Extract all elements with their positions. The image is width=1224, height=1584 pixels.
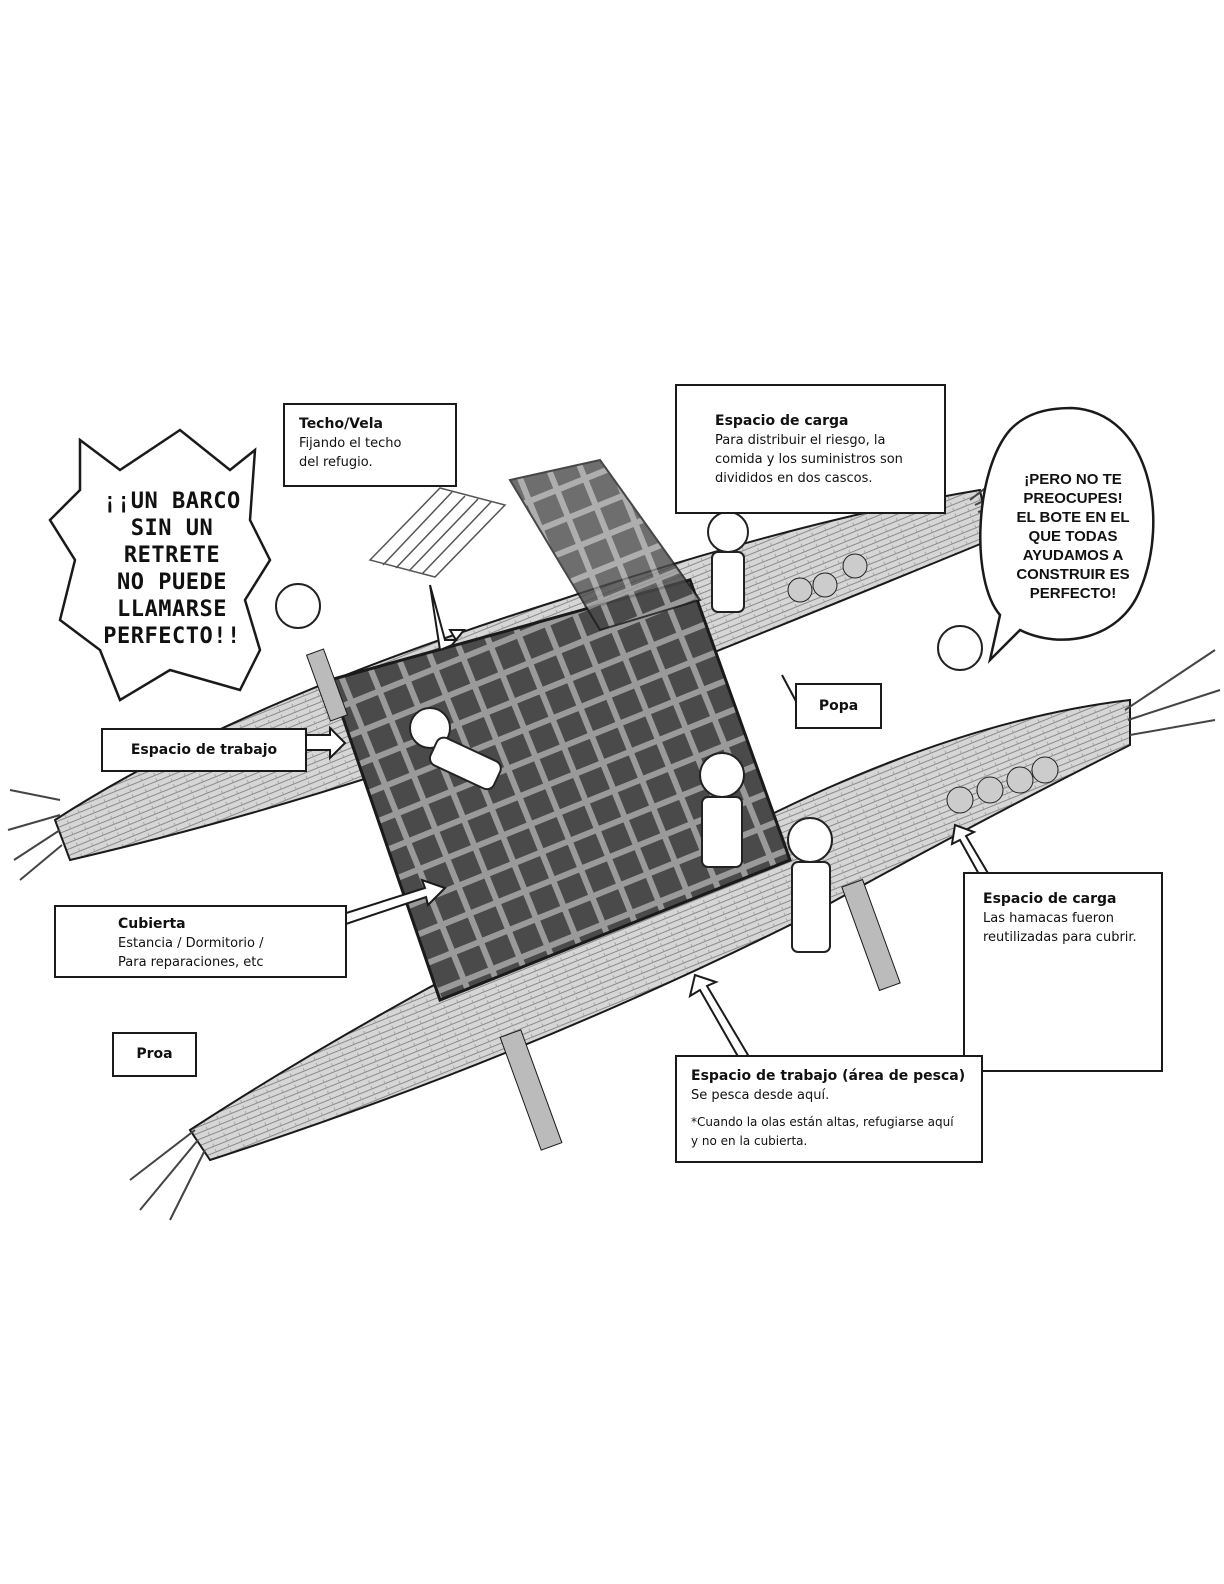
callout-carga-top-body: Para distribuir el riesgo, la comida y l… <box>715 433 903 486</box>
right-bubble-text: ¡PERO NO TE PREOCUPES! EL BOTE EN EL QUE… <box>1016 471 1130 602</box>
pointer-arrows <box>302 584 994 1062</box>
label-espacio-trabajo-text: Espacio de trabajo <box>130 741 278 758</box>
callout-techo: Techo/Vela Fijando el techo del refugio. <box>283 403 457 487</box>
deck-platform <box>305 458 901 1151</box>
right-speech-bubble <box>979 406 1155 664</box>
callout-pesca-body: Se pesca desde aquí. <box>691 1088 830 1103</box>
label-proa-text: Proa <box>136 1046 173 1062</box>
callout-cubierta: Cubierta Estancia / Dormitorio / Para re… <box>54 905 347 978</box>
label-proa: Proa <box>112 1032 197 1077</box>
callout-pesca: Espacio de trabajo (área de pesca) Se pe… <box>675 1055 983 1163</box>
left-bubble-text: ¡¡UN BARCO SIN UN RETRETE NO PUEDE LLAMA… <box>103 489 241 649</box>
callout-carga-right: Espacio de carga Las hamacas fueron reut… <box>963 872 1163 1072</box>
callout-carga-top-title: Espacio de carga <box>715 413 849 429</box>
left-speech-bubble <box>48 428 272 702</box>
callout-carga-right-title: Espacio de carga <box>983 891 1117 907</box>
callout-carga-right-body: Las hamacas fueron reutilizadas para cub… <box>983 911 1137 945</box>
label-espacio-trabajo: Espacio de trabajo <box>101 728 307 772</box>
roof-mat-sketch <box>368 487 507 578</box>
label-popa-text: Popa <box>818 697 859 714</box>
callout-carga-top: Espacio de carga Para distribuir el ries… <box>675 384 946 514</box>
label-popa: Popa <box>795 683 882 729</box>
callout-techo-body: Fijando el techo del refugio. <box>299 436 402 470</box>
callout-cubierta-body: Estancia / Dormitorio / Para reparacione… <box>118 936 264 970</box>
callout-techo-title: Techo/Vela <box>299 416 383 432</box>
character-figures <box>275 511 983 953</box>
cargo-jars <box>787 553 1059 814</box>
callout-cubierta-title: Cubierta <box>118 916 186 932</box>
callout-pesca-note: *Cuando la olas están altas, refugiarse … <box>691 1115 954 1148</box>
lower-hull <box>129 649 1221 1221</box>
callout-pesca-title: Espacio de trabajo (área de pesca) <box>691 1068 966 1084</box>
